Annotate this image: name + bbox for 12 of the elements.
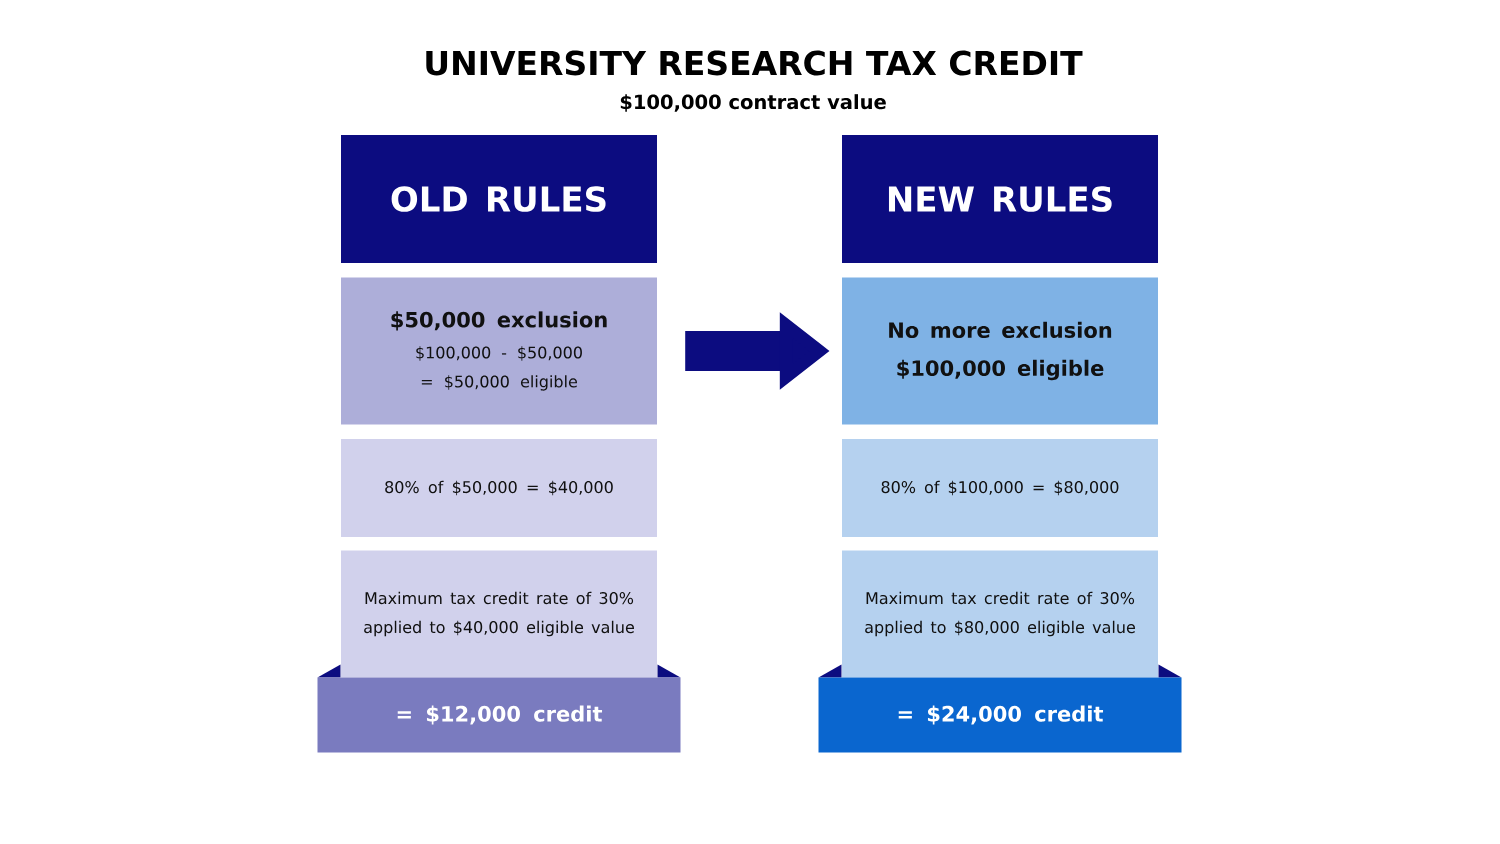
header-box: NEW RULES — [842, 135, 1158, 263]
title: UNIVERSITY RESEARCH TAX CREDIT — [426, 50, 1083, 76]
header-box: OLD RULES — [341, 135, 657, 263]
rate-box: Maximum tax credit rate of 30% applied to $80,000 eligible value — [842, 550, 1158, 678]
exclusion-box: $50,000 exclusion $100,000 - $50,000 = $50,000 eligible — [341, 277, 657, 425]
calculation-box: 80% of $50,000 = $40,000 — [341, 439, 657, 537]
credit-banner: = $12,000 credit — [317, 664, 681, 753]
subtitle: $100,000 contract value — [620, 94, 886, 112]
calculation-box: 80% of $100,000 = $80,000 — [842, 439, 1158, 537]
credit-banner: = $24,000 credit — [818, 664, 1182, 753]
rate-box: Maximum tax credit rate of 30% applied to $40,000 eligible value — [341, 550, 657, 678]
exclusion-box: No more exclusion $100,000 eligible — [842, 277, 1158, 425]
